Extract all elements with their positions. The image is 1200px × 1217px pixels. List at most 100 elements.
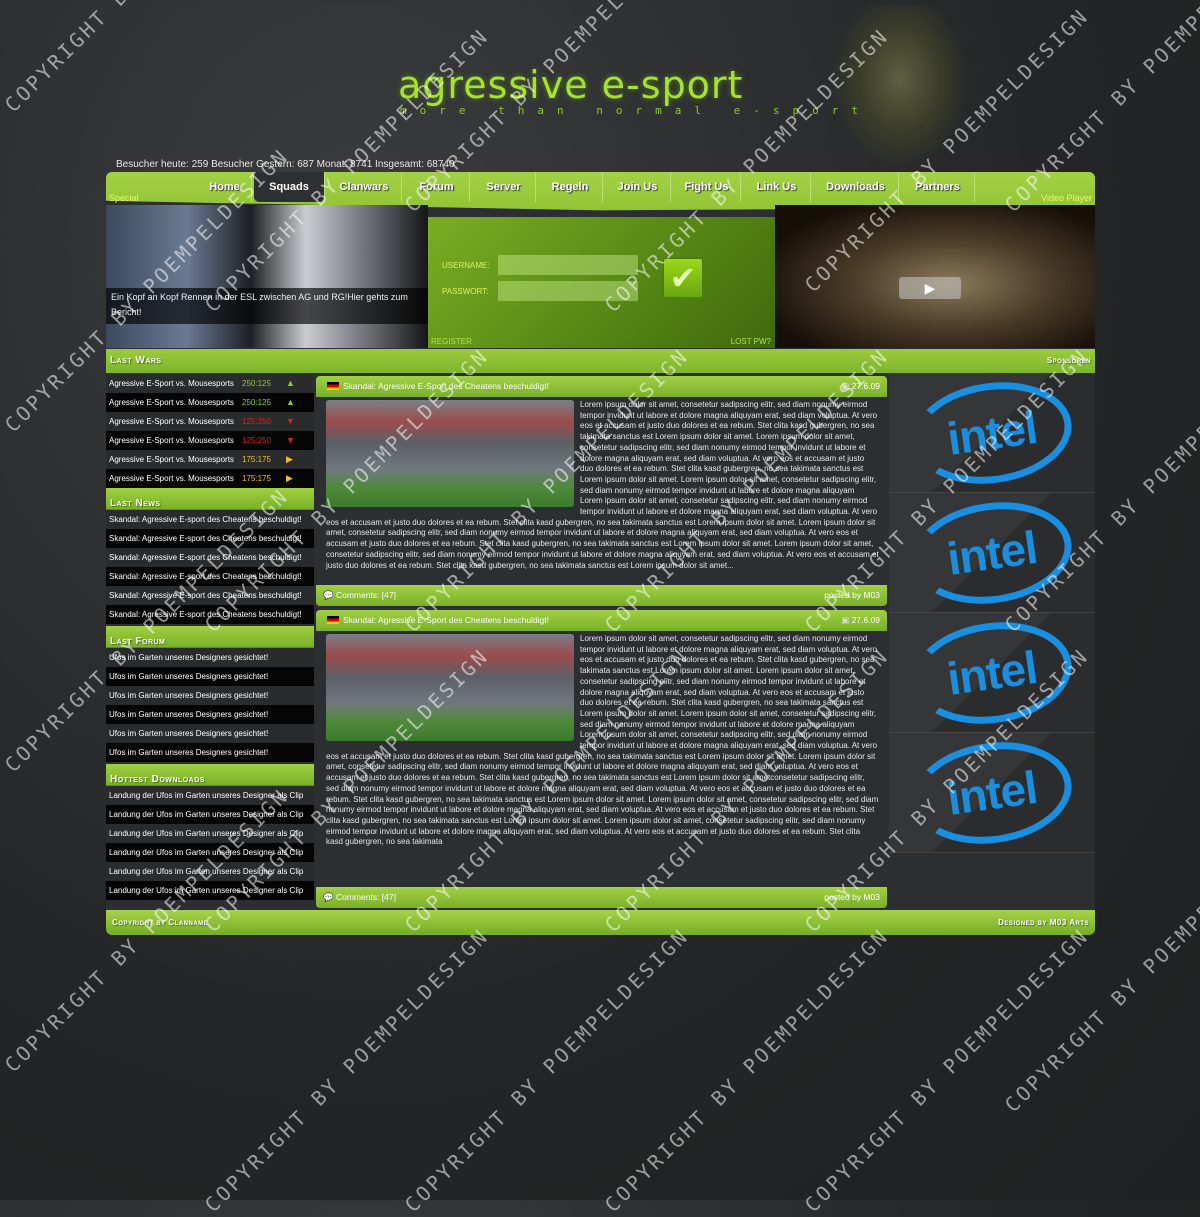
nav-link-us[interactable]: Link Us bbox=[743, 172, 811, 202]
video-player[interactable]: ▶ bbox=[775, 205, 1095, 348]
arrow-up-icon: ▲ bbox=[286, 397, 295, 407]
german-flag-icon bbox=[327, 616, 339, 624]
war-match: Agressive E-Sport vs. Mousesports bbox=[109, 436, 234, 445]
news-item[interactable]: Skandal: Agressive E-sport des Cheatens … bbox=[106, 548, 314, 567]
download-item[interactable]: Landung der Ufos im Garten unseres Desig… bbox=[106, 881, 314, 900]
watermark-text: COPYRIGHT BY POEMPELDESIGN bbox=[600, 923, 894, 1217]
sponsors-heading: Sponsoren bbox=[1046, 356, 1091, 365]
last-forum-box: Last Forum Ufos im Garten unseres Design… bbox=[106, 626, 314, 762]
footer-copyright: Copyright by Clanname bbox=[112, 918, 209, 927]
intel-logo: intel bbox=[905, 491, 1079, 614]
sponsor-name: intel bbox=[944, 640, 1040, 705]
watermark-text: COPYRIGHT BY POEMPELDESIGN bbox=[0, 0, 294, 117]
login-submit-button[interactable]: ✔ bbox=[662, 257, 704, 299]
sponsor-banner[interactable]: intel bbox=[889, 371, 1095, 494]
posted-by: posted by M03 bbox=[824, 590, 880, 600]
nav-forum[interactable]: Forum bbox=[404, 172, 470, 202]
username-label: USERNAME: bbox=[442, 261, 490, 270]
forum-item[interactable]: Ufos im Garten unseres Designers gesicht… bbox=[106, 724, 314, 743]
username-input[interactable] bbox=[498, 255, 638, 275]
nav-downloads[interactable]: Downloads bbox=[813, 172, 899, 202]
calendar-icon: ▣ bbox=[841, 615, 852, 625]
article-title[interactable]: Skandal: Agressive E-Sport des Cheatens … bbox=[343, 615, 550, 625]
register-link[interactable]: REGISTER bbox=[431, 337, 472, 346]
sponsor-banner[interactable]: intel bbox=[889, 611, 1095, 734]
nav-clanwars[interactable]: Clanwars bbox=[327, 172, 402, 202]
soldier-artwork bbox=[830, 5, 970, 170]
download-item[interactable]: Landung der Ufos im Garten unseres Desig… bbox=[106, 805, 314, 824]
special-caption[interactable]: Ein Kopf an Kopf Rennen in der ESL zwisc… bbox=[106, 288, 428, 324]
special-banner-image[interactable] bbox=[106, 205, 428, 348]
footer: Copyright by Clanname Designed by M03 Ar… bbox=[106, 910, 1095, 935]
watermark-text: COPYRIGHT BY POEMPELDESIGN bbox=[200, 923, 494, 1217]
watermark-text: COPYRIGHT BY POEMPELDESIGN bbox=[400, 923, 694, 1217]
forum-item[interactable]: Ufos im Garten unseres Designers gesicht… bbox=[106, 686, 314, 705]
password-input[interactable] bbox=[498, 281, 638, 301]
site-slogan: more than normal e-sport bbox=[400, 104, 871, 117]
arrow-right-icon: ▶ bbox=[286, 454, 293, 464]
war-match: Agressive E-Sport vs. Mousesports bbox=[109, 417, 234, 426]
nav-partners[interactable]: Partners bbox=[901, 172, 975, 202]
calendar-icon: ▣ bbox=[841, 381, 852, 391]
password-label: PASSWORT: bbox=[442, 287, 489, 296]
intel-logo: intel bbox=[905, 731, 1079, 854]
article-image[interactable] bbox=[326, 400, 574, 507]
war-row[interactable]: Agressive E-Sport vs. Mousesports 175:175… bbox=[106, 450, 314, 469]
forum-item[interactable]: Ufos im Garten unseres Designers gesicht… bbox=[106, 743, 314, 762]
nav-regeln[interactable]: Regeln bbox=[538, 172, 603, 202]
forum-item[interactable]: Ufos im Garten unseres Designers gesicht… bbox=[106, 705, 314, 724]
intel-logo: intel bbox=[905, 371, 1079, 494]
site-logo[interactable]: agressive e-sport bbox=[398, 63, 744, 107]
war-match: Agressive E-Sport vs. Mousesports bbox=[109, 474, 234, 483]
war-match: Agressive E-Sport vs. Mousesports bbox=[109, 379, 234, 388]
article-header: Skandal: Agressive E-Sport des Cheatens … bbox=[316, 376, 887, 397]
sponsor-banner[interactable]: intel bbox=[889, 491, 1095, 614]
nav-squads[interactable]: Squads bbox=[254, 172, 325, 202]
lost-password-link[interactable]: LOST PW? bbox=[730, 337, 771, 346]
war-score: 125:250 bbox=[242, 436, 271, 445]
news-item[interactable]: Skandal: Agressive E-sport des Cheatens … bbox=[106, 529, 314, 548]
play-button[interactable]: ▶ bbox=[899, 277, 961, 299]
forum-item[interactable]: Ufos im Garten unseres Designers gesicht… bbox=[106, 648, 314, 667]
war-row[interactable]: Agressive E-Sport vs. Mousesports 125:250… bbox=[106, 431, 314, 450]
nav-join-us[interactable]: Join Us bbox=[605, 172, 671, 202]
nav-fight-us[interactable]: Fight Us bbox=[673, 172, 741, 202]
sponsor-banner[interactable]: intel bbox=[889, 731, 1095, 854]
news-item[interactable]: Skandal: Agressive E-sport des Cheatens … bbox=[106, 605, 314, 624]
visitor-stats: Besucher heute: 259 Besucher Gestern: 68… bbox=[116, 159, 455, 170]
german-flag-icon bbox=[327, 382, 339, 390]
war-score: 250:125 bbox=[242, 398, 271, 407]
arrow-down-icon: ▼ bbox=[286, 435, 295, 445]
forum-item[interactable]: Ufos im Garten unseres Designers gesicht… bbox=[106, 667, 314, 686]
comments-link[interactable]: Comments: [47] bbox=[335, 892, 396, 902]
news-item[interactable]: Skandal: Agressive E-sport des Cheatens … bbox=[106, 567, 314, 586]
comments-link[interactable]: Comments: [47] bbox=[335, 590, 396, 600]
watermark-text: COPYRIGHT BY POEMPELDESIGN bbox=[800, 923, 1094, 1217]
war-score: 175:175 bbox=[242, 455, 271, 464]
download-item[interactable]: Landung der Ufos im Garten unseres Desig… bbox=[106, 862, 314, 881]
war-match: Agressive E-Sport vs. Mousesports bbox=[109, 455, 234, 464]
article-header: Skandal: Agressive E-Sport des Cheatens … bbox=[316, 610, 887, 631]
news-item[interactable]: Skandal: Agressive E-sport des Cheatens … bbox=[106, 510, 314, 529]
article-body: Lorem ipsum dolor sit amet, consetetur s… bbox=[316, 631, 887, 887]
download-item[interactable]: Landung der Ufos im Garten unseres Desig… bbox=[106, 843, 314, 862]
nav-server[interactable]: Server bbox=[472, 172, 536, 202]
download-item[interactable]: Landung der Ufos im Garten unseres Desig… bbox=[106, 786, 314, 805]
news-item[interactable]: Skandal: Agressive E-sport des Cheatens … bbox=[106, 586, 314, 605]
news-articles: Skandal: Agressive E-Sport des Cheatens … bbox=[316, 376, 887, 912]
downloads-box: Hottest Downloads Landung der Ufos im Ga… bbox=[106, 764, 314, 900]
nav-home[interactable]: Home bbox=[198, 172, 252, 202]
play-icon: ▶ bbox=[924, 280, 936, 296]
article-footer: 💬 Comments: [47]posted by M03 bbox=[316, 887, 887, 908]
last-news-box: Last News Skandal: Agressive E-sport des… bbox=[106, 488, 314, 624]
article-date: 27.6.09 bbox=[851, 615, 880, 625]
article-footer: 💬 Comments: [47]posted by M03 bbox=[316, 585, 887, 606]
article-image[interactable] bbox=[326, 634, 574, 741]
download-item[interactable]: Landung der Ufos im Garten unseres Desig… bbox=[106, 824, 314, 843]
article-title[interactable]: Skandal: Agressive E-Sport des Cheatens … bbox=[343, 381, 550, 391]
